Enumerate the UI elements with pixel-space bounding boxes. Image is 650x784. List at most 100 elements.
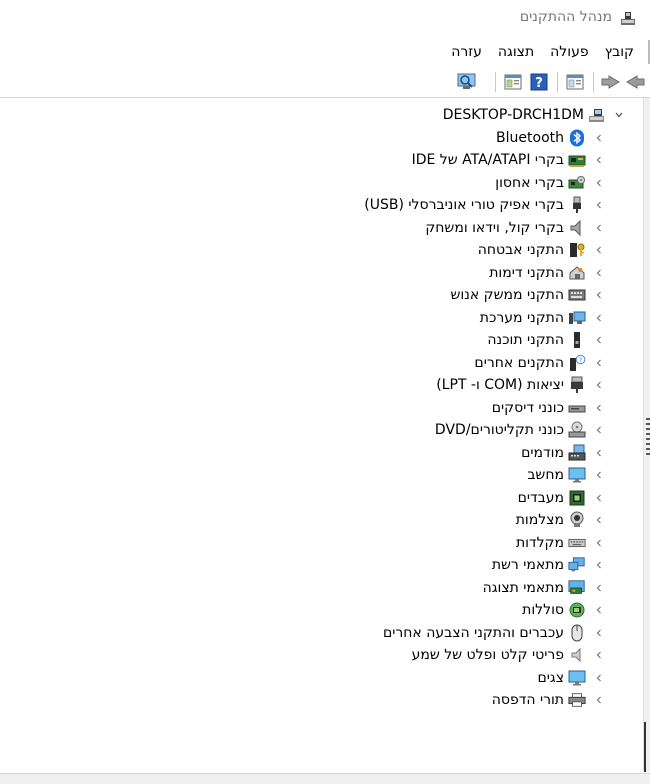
tree-item[interactable]: התקני דימות — [0, 262, 640, 285]
chevron-right-icon[interactable] — [592, 153, 606, 167]
tree-item[interactable]: מתאמי תצוגה — [0, 577, 640, 600]
svg-text:?: ? — [535, 76, 543, 91]
chevron-right-icon[interactable] — [592, 423, 606, 437]
chevron-right-icon[interactable] — [592, 626, 606, 640]
tree-item[interactable]: כונני תקליטורים/DVD — [0, 419, 640, 442]
chevron-right-icon[interactable] — [592, 513, 606, 527]
chevron-right-icon[interactable] — [592, 266, 606, 280]
tree-item[interactable]: מודמים — [0, 442, 640, 465]
tree-item[interactable]: כונני דיסקים — [0, 397, 640, 420]
tree-item[interactable]: מתאמי רשת — [0, 554, 640, 577]
other-device-icon: ? — [568, 354, 586, 372]
scrollbar-grip[interactable] — [646, 418, 650, 458]
chevron-right-icon[interactable] — [592, 558, 606, 572]
properties-icon[interactable] — [564, 71, 586, 93]
tree-item[interactable]: מחשב — [0, 464, 640, 487]
dvd-drive-icon — [568, 421, 586, 439]
battery-icon — [568, 601, 586, 619]
modem-icon — [568, 444, 586, 462]
tree-item[interactable]: בקרי אחסון — [0, 172, 640, 195]
tree-item[interactable]: ? התקנים אחרים — [0, 352, 640, 375]
show-hide-console-tree-icon[interactable] — [502, 71, 524, 93]
monitor-icon — [568, 466, 586, 484]
tree-item[interactable]: עכברים והתקני הצבעה אחרים — [0, 622, 640, 645]
device-tree: DESKTOP-DRCH1DM Bluetooth בקרי ATA/ATAPI… — [0, 104, 640, 712]
window-title: מנהל ההתקנים — [519, 9, 612, 25]
tree-root-label: DESKTOP-DRCH1DM — [442, 107, 584, 124]
chevron-right-icon[interactable] — [592, 648, 606, 662]
keyboard-icon — [568, 534, 586, 552]
chevron-right-icon[interactable] — [592, 131, 606, 145]
tree-item[interactable]: התקני אבטחה — [0, 239, 640, 262]
tree-item[interactable]: Bluetooth — [0, 127, 640, 150]
toolbar: ? — [0, 68, 650, 96]
chevron-right-icon[interactable] — [592, 491, 606, 505]
chevron-right-icon[interactable] — [592, 468, 606, 482]
usb-icon — [568, 196, 586, 214]
chevron-right-icon[interactable] — [592, 221, 606, 235]
chevron-right-icon[interactable] — [592, 333, 606, 347]
chevron-right-icon[interactable] — [592, 311, 606, 325]
tree-item[interactable]: סוללות — [0, 599, 640, 622]
chevron-right-icon[interactable] — [592, 693, 606, 707]
forward-arrow-icon[interactable] — [600, 71, 622, 93]
security-device-icon — [568, 241, 586, 259]
chevron-right-icon[interactable] — [592, 671, 606, 685]
help-icon[interactable]: ? — [528, 71, 550, 93]
tree-item[interactable]: בקרי אפיק טורי אוניברסלי (USB) — [0, 194, 640, 217]
chevron-right-icon[interactable] — [592, 401, 606, 415]
software-device-icon — [568, 331, 586, 349]
back-arrow-icon[interactable] — [624, 71, 646, 93]
tree-item[interactable]: צגים — [0, 667, 640, 690]
ide-controller-icon — [568, 151, 586, 169]
printer-icon — [568, 691, 586, 709]
chevron-right-icon[interactable] — [592, 356, 606, 370]
chevron-right-icon[interactable] — [592, 198, 606, 212]
title-bar: מנהל ההתקנים — [0, 0, 650, 38]
bluetooth-icon — [568, 129, 586, 147]
tree-item[interactable]: התקני תוכנה — [0, 329, 640, 352]
chevron-right-icon[interactable] — [592, 446, 606, 460]
menu-view[interactable]: תצוגה — [497, 44, 535, 60]
display-adapter-icon — [568, 579, 586, 597]
toolbar-divider — [0, 97, 650, 98]
tree-root[interactable]: DESKTOP-DRCH1DM — [0, 104, 640, 127]
tree-item[interactable]: יציאות (COM ו- LPT) — [0, 374, 640, 397]
camera-icon — [568, 511, 586, 529]
chevron-right-icon[interactable] — [592, 581, 606, 595]
menu-file[interactable]: קובץ — [604, 44, 634, 60]
chevron-right-icon[interactable] — [592, 288, 606, 302]
scan-hardware-icon[interactable] — [456, 71, 478, 93]
menu-action[interactable]: פעולה — [550, 44, 589, 60]
display-monitor-icon — [568, 669, 586, 687]
tree-item[interactable]: התקני ממשק אנוש — [0, 284, 640, 307]
tree-item[interactable]: בקרי ATA/ATAPI של IDE — [0, 149, 640, 172]
tree-item[interactable]: מצלמות — [0, 509, 640, 532]
chevron-right-icon[interactable] — [592, 603, 606, 617]
tree-item[interactable]: פריטי קלט ופלט של שמע — [0, 644, 640, 667]
menu-bar: קובץ פעולה תצוגה עזרה — [0, 40, 650, 64]
chevron-right-icon[interactable] — [592, 378, 606, 392]
tree-item[interactable]: מקלדות — [0, 532, 640, 555]
toolbar-separator — [495, 72, 496, 92]
chevron-down-icon[interactable] — [612, 108, 626, 122]
chevron-right-icon[interactable] — [592, 536, 606, 550]
disk-drive-icon — [568, 399, 586, 417]
tree-item[interactable]: תורי הדפסה — [0, 689, 640, 712]
toolbar-separator — [593, 72, 594, 92]
menubar-edge — [648, 40, 650, 64]
port-icon — [568, 376, 586, 394]
tree-item[interactable]: מעבדים — [0, 487, 640, 510]
menu-help[interactable]: עזרה — [451, 44, 482, 60]
speaker-icon — [568, 219, 586, 237]
chevron-right-icon[interactable] — [592, 243, 606, 257]
device-manager-icon — [620, 10, 636, 26]
tree-item[interactable]: בקרי קול, וידאו ומשחק — [0, 217, 640, 240]
tree-item[interactable]: התקני מערכת — [0, 307, 640, 330]
svg-text:?: ? — [579, 356, 583, 364]
processor-icon — [568, 489, 586, 507]
chevron-right-icon[interactable] — [592, 176, 606, 190]
toolbar-separator — [557, 72, 558, 92]
imaging-device-icon — [568, 264, 586, 282]
